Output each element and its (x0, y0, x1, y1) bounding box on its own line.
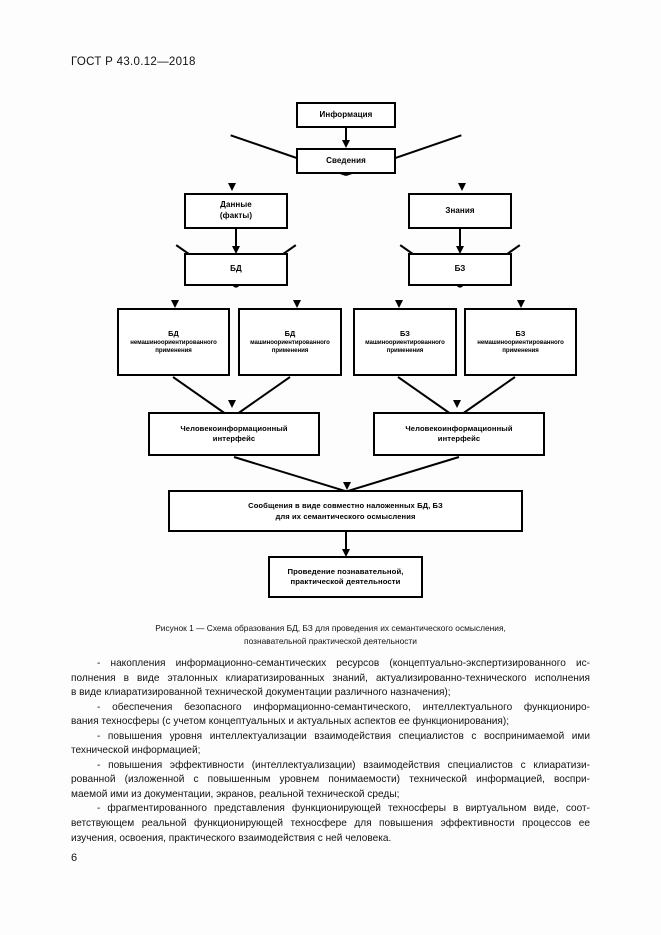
arrowhead-to-facts (228, 183, 236, 191)
paragraph-4-line-3: маемой ими из документации, экранов, реа… (71, 788, 400, 800)
node-data-facts-label-1: Данные (220, 200, 252, 210)
arrowhead-db-to-nonmachine (171, 300, 179, 308)
paragraph-1: - накопления информационно-семантических… (71, 657, 590, 701)
paragraph-4: - повышения эффективности (интеллектуали… (71, 759, 590, 803)
connector-facts-to-db (235, 229, 237, 248)
node-db-machine-title: БД (284, 329, 296, 339)
node-db-nonmachine-title: БД (168, 329, 179, 339)
node-kb-label: БЗ (454, 264, 466, 274)
arrowhead-kb-to-machine (395, 300, 403, 308)
paragraph-4-line-1: - повышения эффективности (интеллектуали… (97, 759, 590, 771)
arrowhead-right-interface (453, 400, 461, 408)
paragraph-5-line-1: - фрагментированного представления функц… (97, 803, 590, 815)
connector-knowledge-to-kb (459, 229, 461, 248)
node-db-machine-sub-2: применения (271, 346, 309, 354)
figure-caption-line-2: познавательной практической деятельности (244, 636, 417, 647)
node-data-facts: Данные (факты) (184, 193, 288, 229)
arrowhead-kb-to-nonmachine (517, 300, 525, 308)
paragraph-3-line-1: - повышения уровня интеллектуализации вз… (97, 730, 590, 742)
node-interface-left: Человекоинформационный интерфейс (148, 412, 320, 456)
paragraph-4-line-2: рованной (изложенной с повышенным уровне… (71, 774, 590, 786)
node-data-information: Сведения (296, 148, 396, 174)
arrowhead-knowledge-to-kb (455, 246, 464, 254)
node-kb-nonmachine-sub-1: немашиноориентированного (477, 338, 564, 346)
body-text: - накопления информационно-семантических… (71, 657, 590, 846)
node-db-nonmachine-sub-1: немашиноориентированного (130, 338, 217, 346)
arrowhead-to-knowledge (458, 183, 466, 191)
node-kb-machine-sub-1: машиноориентированного (365, 338, 445, 346)
node-db-nonmachine: БД немашиноориентированного применения (117, 308, 230, 376)
node-activity-label-2: практической деятельности (290, 577, 401, 586)
paragraph-2-line-1: - обеспечения безопасного информационно-… (97, 701, 590, 713)
node-interface-right-label-2: интерфейс (437, 434, 481, 443)
node-interface-left-label-1: Человекоинформационный (180, 423, 288, 433)
connector-information-to-data (345, 128, 347, 142)
arrowhead-facts-to-db (231, 246, 240, 254)
arrowhead-left-interface (228, 400, 236, 408)
node-db: БД (184, 253, 288, 286)
node-messages-label-1: Сообщения в виде совместно наложенных БД… (248, 501, 443, 510)
standard-header: ГОСТ Р 43.0.12—2018 (71, 56, 196, 68)
figure-caption-line-1: Рисунок 1 — Схема образования БД, БЗ для… (155, 623, 506, 633)
figure-caption: Рисунок 1 — Схема образования БД, БЗ для… (71, 622, 590, 648)
node-kb-nonmachine: БЗ немашиноориентированного применения (464, 308, 577, 376)
node-kb-nonmachine-title: БЗ (515, 329, 526, 339)
paragraph-5: - фрагментированного представления функц… (71, 802, 590, 846)
node-kb-nonmachine-sub-2: применения (502, 346, 539, 354)
paragraph-2: - обеспечения безопасного информационно-… (71, 701, 590, 730)
node-kb-machine-title: БЗ (399, 329, 411, 339)
paragraph-5-line-3: изучения, освоения, практического взаимо… (71, 832, 392, 844)
paragraph-3: - повышения уровня интеллектуализации вз… (71, 730, 590, 759)
node-information-label: Информация (319, 109, 373, 119)
page-number: 6 (71, 852, 78, 864)
paragraph-1-line-3: в виде клиаратизированной технической до… (71, 687, 451, 699)
node-messages: Сообщения в виде совместно наложенных БД… (168, 490, 523, 532)
node-interface-left-label-2: интерфейс (212, 434, 256, 443)
paragraph-1-line-2: полнения в виде эталонных клиаратизирова… (71, 672, 590, 684)
node-information: Информация (296, 102, 396, 128)
node-knowledge-label: Знания (445, 205, 475, 215)
node-db-label: БД (230, 264, 242, 274)
arrowhead-information-to-data (341, 140, 350, 148)
figure-diagram: Информация Сведения Данные (факты) Знани… (0, 90, 661, 615)
paragraph-3-line-2: технической информацией; (71, 745, 201, 757)
node-interface-right-label-1: Человекоинформационный (405, 423, 513, 433)
arrowhead-messages-to-activity (341, 549, 350, 557)
node-messages-label-2: для их семантического осмысления (275, 512, 416, 521)
node-db-machine: БД машиноориентированного применения (238, 308, 342, 376)
arrowhead-db-to-machine (293, 300, 301, 308)
node-kb-machine-sub-2: применения (386, 346, 424, 354)
node-kb: БЗ (408, 253, 512, 286)
node-interface-right: Человекоинформационный интерфейс (373, 412, 545, 456)
node-db-machine-sub-1: машиноориентированного (250, 338, 330, 346)
node-db-nonmachine-sub-2: применения (155, 346, 192, 354)
node-kb-machine: БЗ машиноориентированного применения (353, 308, 457, 376)
node-data-information-label: Сведения (326, 155, 366, 165)
node-activity-label-1: Проведение познавательной, (287, 566, 404, 576)
connector-interface-right-to-messages (339, 456, 460, 495)
paragraph-2-line-2: вания техносферы (с учетом концептуальны… (71, 716, 510, 728)
node-data-facts-label-2: (факты) (219, 211, 253, 220)
connector-interface-left-to-messages (233, 456, 354, 495)
node-knowledge: Знания (408, 193, 512, 229)
paragraph-5-line-2: ветствующем реальной функционирующей тех… (71, 818, 590, 830)
connector-messages-to-activity (345, 532, 347, 551)
node-activity: Проведение познавательной, практической … (268, 556, 423, 598)
paragraph-1-line-1: - накопления информационно-семантических… (97, 658, 590, 669)
arrowhead-messages (342, 482, 351, 490)
